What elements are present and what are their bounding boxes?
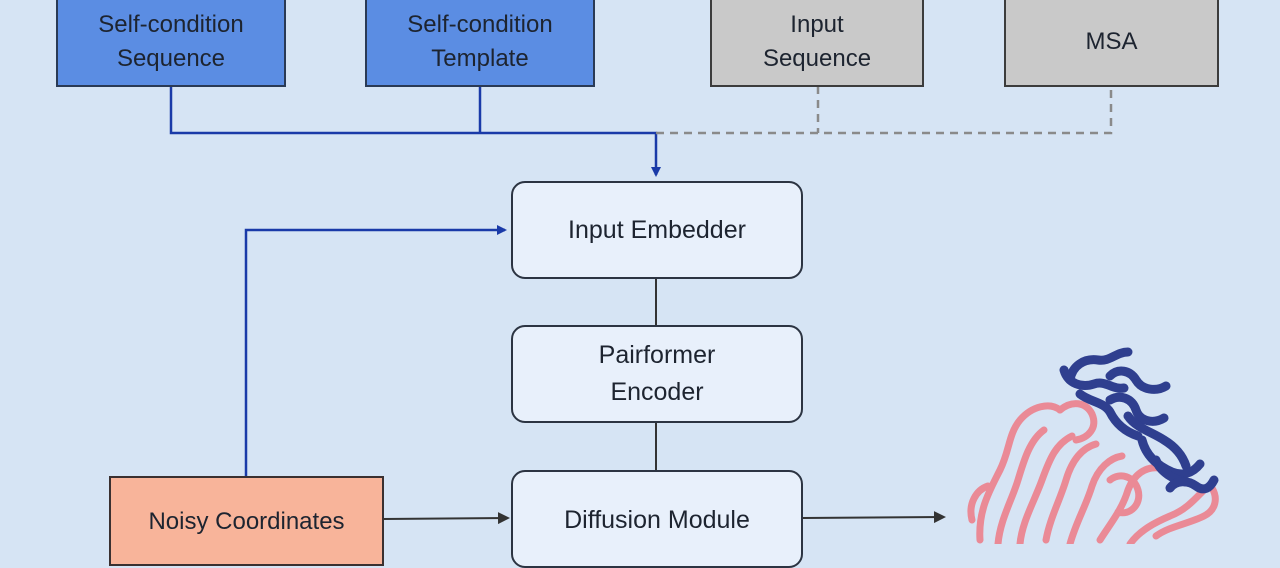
architecture-diagram: Self-condition Sequence Self-condition T… [56,0,1219,568]
input-embedder-box: Input Embedder [511,181,803,279]
msa-box: MSA [1004,0,1219,87]
connector-lines [169,86,1113,525]
input-sequence-label: Input Sequence [762,10,872,72]
noisy-to-embedder-connector [244,225,507,476]
diffusion-module-box: Diffusion Module [511,470,803,568]
diffusion-to-output-arrow [802,511,946,524]
input-connector-dashed [656,86,1113,135]
msa-label: MSA [1085,27,1138,55]
self-condition-sequence-label: Self-condition Sequence [98,10,244,72]
pairformer-encoder-label: Pairformer Encoder [598,341,716,406]
noisy-to-diffusion-arrow [382,512,510,525]
protein-structure-icon [967,347,1219,544]
noisy-coordinates-label: Noisy Coordinates [148,508,345,535]
diffusion-module-label: Diffusion Module [564,506,750,534]
pairformer-encoder-box: Pairformer Encoder [511,325,803,423]
input-embedder-label: Input Embedder [568,216,746,244]
noisy-coordinates-box: Noisy Coordinates [109,476,384,566]
self-condition-sequence-box: Self-condition Sequence [56,0,286,87]
self-condition-template-box: Self-condition Template [365,0,595,87]
self-condition-connector [169,86,661,177]
input-sequence-box: Input Sequence [710,0,924,87]
self-condition-template-label: Self-condition Template [407,10,553,72]
